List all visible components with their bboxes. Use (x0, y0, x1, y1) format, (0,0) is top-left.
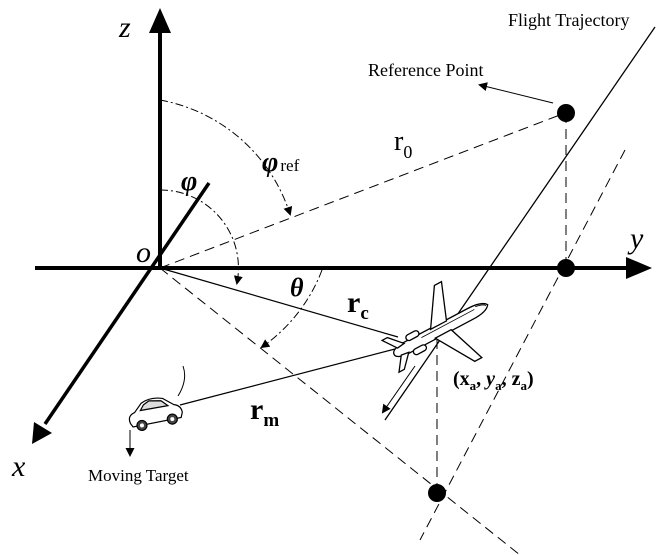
range-vector-rc (159, 267, 399, 338)
reference-point-label: Reference Point (368, 60, 483, 80)
rc-main: r (347, 286, 360, 319)
r0-main: r (394, 126, 404, 157)
pos-za-sub: a (520, 378, 527, 393)
phi-ref-symbol: φ (262, 147, 278, 178)
axis-x (32, 182, 211, 444)
range-vector-rm (179, 348, 396, 406)
pos-xa-sub: a (470, 378, 477, 393)
pos-ya-sub: a (495, 378, 502, 393)
velocity-arrow (381, 365, 416, 414)
ground-projection-dot (428, 484, 446, 502)
y-axis-projection-dot (557, 259, 575, 277)
aircraft-icon (380, 280, 489, 374)
rc-subscript: c (360, 303, 368, 324)
rc-label: rc (347, 286, 369, 324)
axis-x-label: x (11, 450, 26, 483)
pos-open: ( (453, 368, 460, 390)
projection-lines (159, 112, 626, 555)
r0-subscript: 0 (403, 142, 412, 162)
axis-y (35, 257, 652, 279)
pos-za: z (512, 368, 521, 390)
rm-main: r (250, 393, 263, 426)
flight-trajectory-line (384, 26, 656, 421)
axis-z (149, 8, 171, 268)
pos-ya: y (484, 368, 495, 390)
target-motion-curve (177, 365, 186, 397)
moving-target-label: Moving Target (88, 466, 189, 485)
axis-z-label: z (118, 11, 131, 44)
phi-label: φ (181, 166, 197, 197)
phi-ref-subscript: ref (280, 156, 299, 175)
rm-subscript: m (263, 410, 279, 431)
reference-point-arrow (478, 82, 554, 104)
car-icon (128, 397, 183, 432)
pos-comma-2: , (502, 368, 512, 390)
origin-label: o (136, 236, 151, 269)
angle-arcs (159, 99, 323, 349)
flight-trajectory-label: Flight Trajectory (508, 10, 630, 30)
aircraft-position-label: (xa, ya, za) (453, 368, 534, 393)
pos-close: ) (527, 368, 534, 390)
pos-comma-1: , (476, 368, 486, 390)
theta-label: θ (290, 273, 304, 302)
rm-label: rm (250, 393, 279, 431)
axis-y-label: y (627, 222, 644, 255)
r0-label: r0 (394, 126, 412, 162)
pos-xa: x (460, 368, 470, 390)
reference-point-dot (557, 104, 575, 122)
